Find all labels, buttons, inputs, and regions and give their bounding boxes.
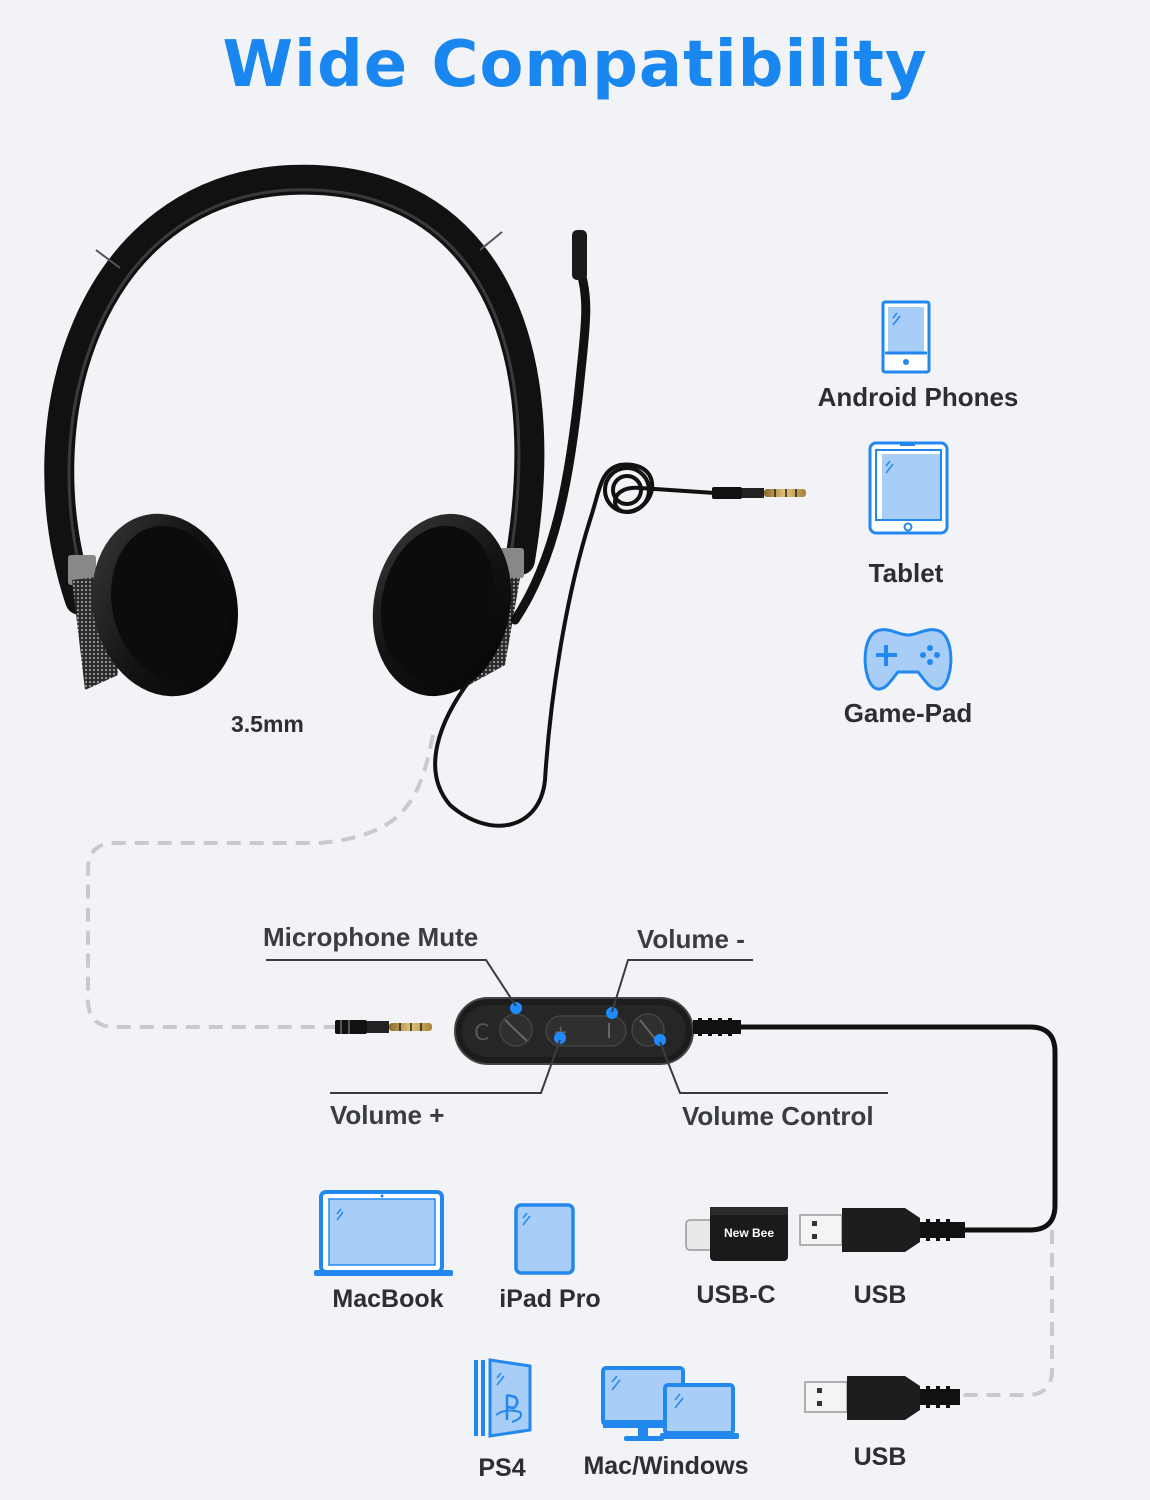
callout-microphone-mute: Microphone Mute [263, 922, 479, 952]
dashed-line-usb [960, 1230, 1054, 1397]
inline-controller: C + [454, 997, 741, 1065]
callout-volume-down: Volume - [637, 924, 745, 954]
device-label-mac-windows: Mac/Windows [583, 1452, 749, 1480]
usb-c-adapter [685, 1207, 788, 1261]
usb-plug-1 [799, 1208, 965, 1252]
usb-plug-2 [804, 1376, 960, 1420]
callout-volume-control: Volume Control [682, 1101, 874, 1131]
connector-label-usb-2: USB [853, 1443, 907, 1471]
device-label-android-phones: Android Phones [817, 382, 1019, 412]
adapter-brand-text: New Bee [723, 1226, 775, 1240]
device-label-ps4: PS4 [478, 1454, 526, 1482]
device-label-ipad-pro: iPad Pro [499, 1285, 601, 1313]
connector-label-usb-c: USB-C [696, 1281, 776, 1309]
svg-text:C: C [474, 1021, 489, 1046]
page-title: Wide Compatibility [222, 28, 928, 102]
device-label-game-pad: Game-Pad [843, 698, 973, 728]
dashed-line-3-5mm [86, 734, 435, 1029]
connector-label-3-5mm: 3.5mm [231, 711, 304, 737]
callout-volume-up: Volume + [330, 1100, 445, 1130]
connector-label-usb-1: USB [853, 1281, 907, 1309]
device-label-tablet: Tablet [868, 558, 944, 588]
device-label-macbook: MacBook [332, 1285, 444, 1313]
